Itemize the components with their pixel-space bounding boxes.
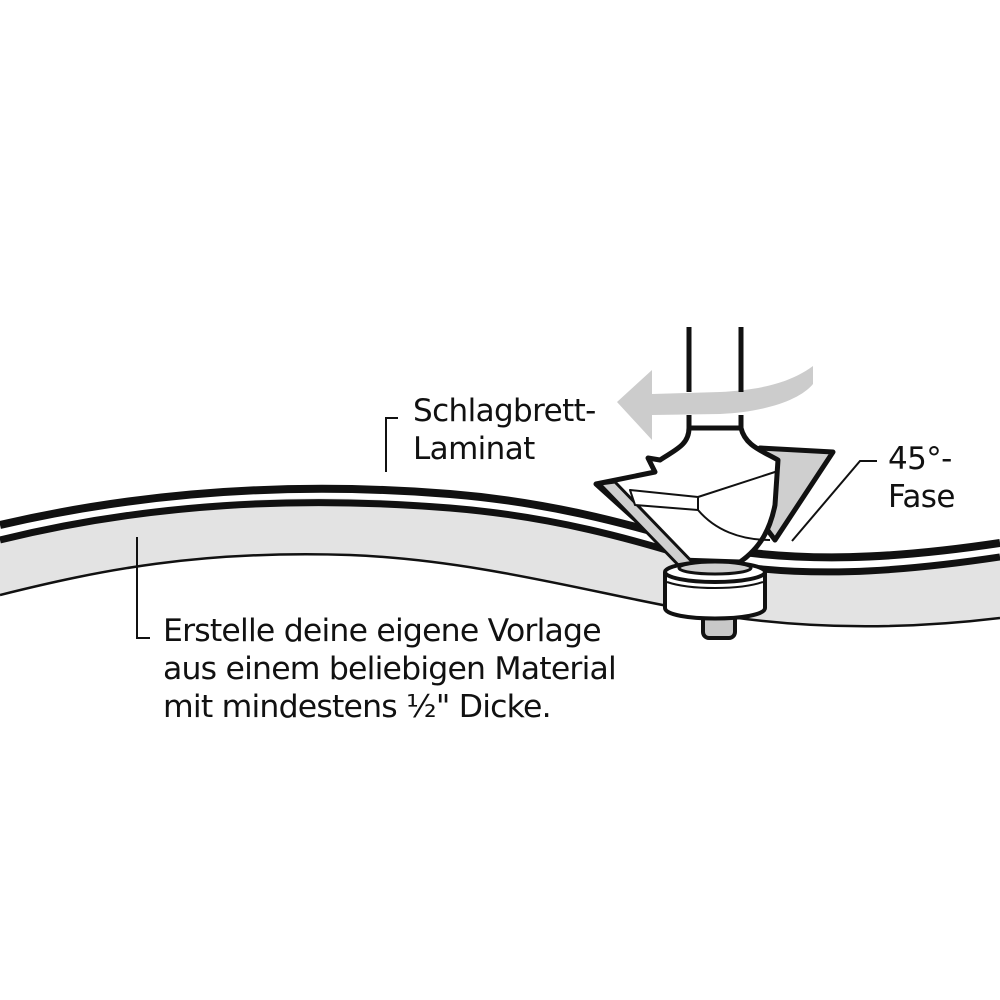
guide-bearing-icon (663, 560, 767, 640)
chamfer-router-bit-icon (593, 327, 836, 574)
template-label: Erstelle deine eigene Vorlage aus einem … (163, 612, 617, 726)
chamfer-leader (791, 460, 877, 542)
counterclockwise-rotation-arrow-icon (617, 366, 813, 440)
template-label-line-3: mit mindestens ½" Dicke. (163, 689, 552, 725)
laminate-layer (0, 484, 1000, 576)
laminate-leader (385, 417, 398, 472)
template-leader (136, 537, 150, 639)
chamfer-label-line-1: 45°- (888, 441, 952, 477)
template-label-line-2: aus einem beliebigen Material (163, 651, 617, 687)
template-board (0, 498, 1000, 628)
chamfer-label: 45°- Fase (888, 440, 955, 516)
laminate-label-line-1: Schlagbrett- (413, 393, 596, 429)
laminate-label: Schlagbrett- Laminat (413, 392, 596, 468)
leader-lines (136, 417, 877, 639)
laminate-label-line-2: Laminat (413, 431, 535, 467)
template-label-line-1: Erstelle deine eigene Vorlage (163, 613, 602, 649)
chamfer-label-line-2: Fase (888, 479, 955, 515)
